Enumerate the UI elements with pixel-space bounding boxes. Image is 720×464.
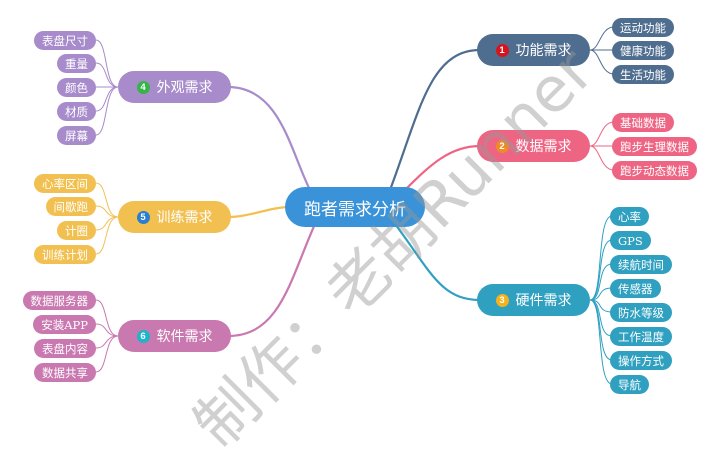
branch-label: 软件需求 (156, 329, 213, 345)
number-badge-1: 1 (495, 43, 509, 57)
leaf-interval-run[interactable]: 间歇跑 (45, 197, 96, 216)
leaf-gps[interactable]: GPS (610, 231, 651, 250)
leaf-running-dynamics-data[interactable]: 跑步动态数据 (612, 161, 697, 180)
leaf-label: 导航 (618, 377, 641, 392)
leaf-label: 传感器 (618, 281, 653, 296)
branch-label: 外观需求 (156, 80, 213, 96)
leaf-label: 心率 (618, 209, 641, 224)
leaf-navigation[interactable]: 导航 (610, 375, 649, 394)
leaf-label: 防水等级 (618, 305, 664, 320)
leaf-operating-temperature[interactable]: 工作温度 (610, 327, 672, 346)
central-topic[interactable]: 跑者需求分析 (285, 187, 425, 227)
leaf-basic-data[interactable]: 基础数据 (612, 113, 674, 132)
leaf-dial-content[interactable]: 表盘内容 (34, 339, 96, 358)
leaf-material[interactable]: 材质 (57, 102, 96, 121)
central-topic-label: 跑者需求分析 (304, 199, 406, 220)
leaf-label: 材质 (65, 104, 88, 119)
leaf-health-function[interactable]: 健康功能 (612, 41, 674, 60)
leaf-label: 安装APP (41, 317, 88, 332)
leaf-heart-rate[interactable]: 心率 (610, 207, 649, 226)
leaf-screen[interactable]: 屏幕 (57, 126, 96, 145)
branch-label: 数据需求 (515, 139, 572, 155)
leaf-label: 计圈 (65, 223, 88, 238)
branch-hardware-requirements[interactable]: 3 硬件需求 (477, 284, 590, 316)
leaf-label: 续航时间 (618, 257, 664, 272)
leaf-label: 生活功能 (620, 67, 666, 82)
leaf-label: 基础数据 (620, 115, 666, 130)
branch-software-requirements[interactable]: 6 软件需求 (118, 320, 231, 352)
leaf-waterproof-rating[interactable]: 防水等级 (610, 303, 672, 322)
branch-label: 训练需求 (156, 210, 213, 226)
leaf-life-function[interactable]: 生活功能 (612, 65, 674, 84)
leaf-label: 运动功能 (620, 20, 666, 35)
leaf-label: 心率区间 (42, 176, 88, 191)
leaf-label: 间歇跑 (53, 199, 89, 214)
branch-label: 硬件需求 (515, 293, 572, 309)
leaf-running-physiology-data[interactable]: 跑步生理数据 (612, 137, 697, 156)
leaf-battery-life[interactable]: 续航时间 (610, 255, 672, 274)
leaf-label: 跑步动态数据 (620, 163, 689, 178)
leaf-install-app[interactable]: 安装APP (33, 315, 96, 334)
leaf-sport-function[interactable]: 运动功能 (612, 18, 674, 37)
leaf-label: 重量 (65, 56, 88, 71)
branch-data-requirements[interactable]: 2 数据需求 (477, 130, 590, 162)
leaf-operation-mode[interactable]: 操作方式 (610, 351, 672, 370)
leaf-data-sharing[interactable]: 数据共享 (34, 363, 96, 382)
number-badge-5: 5 (136, 210, 150, 224)
number-badge-3: 3 (495, 293, 509, 307)
number-badge-6: 6 (136, 329, 150, 343)
branch-function-requirements[interactable]: 1 功能需求 (477, 34, 590, 66)
branch-training-requirements[interactable]: 5 训练需求 (118, 201, 231, 233)
leaf-label: 屏幕 (65, 128, 88, 143)
connector-lines (95, 26, 615, 385)
leaf-label: 颜色 (65, 80, 88, 95)
number-badge-4: 4 (136, 80, 150, 94)
leaf-heart-rate-zones[interactable]: 心率区间 (34, 174, 96, 193)
leaf-dial-size[interactable]: 表盘尺寸 (34, 31, 96, 50)
leaf-label: 工作温度 (618, 329, 664, 344)
leaf-label: 训练计划 (42, 247, 88, 262)
leaf-label: 操作方式 (618, 353, 664, 368)
branch-label: 功能需求 (515, 43, 572, 59)
leaf-data-server[interactable]: 数据服务器 (22, 291, 96, 310)
leaf-label: 数据共享 (42, 365, 88, 380)
leaf-label: 表盘内容 (42, 341, 88, 356)
branch-appearance-requirements[interactable]: 4 外观需求 (118, 71, 231, 103)
leaf-sensors[interactable]: 传感器 (610, 279, 661, 298)
number-badge-2: 2 (495, 139, 509, 153)
leaf-color[interactable]: 颜色 (57, 78, 96, 97)
leaf-weight[interactable]: 重量 (57, 54, 96, 73)
leaf-training-plan[interactable]: 训练计划 (34, 245, 96, 264)
mind-map-canvas: 跑者需求分析 1 功能需求 运动功能 健康功能 生活功能 2 数据需求 基础数据… (22, 18, 697, 462)
leaf-label: 跑步生理数据 (620, 139, 689, 154)
leaf-label: 数据服务器 (30, 293, 89, 308)
leaf-label: 健康功能 (620, 43, 666, 58)
leaf-label: 表盘尺寸 (42, 33, 88, 48)
leaf-lap-count[interactable]: 计圈 (57, 221, 96, 240)
leaf-label: GPS (618, 233, 643, 248)
